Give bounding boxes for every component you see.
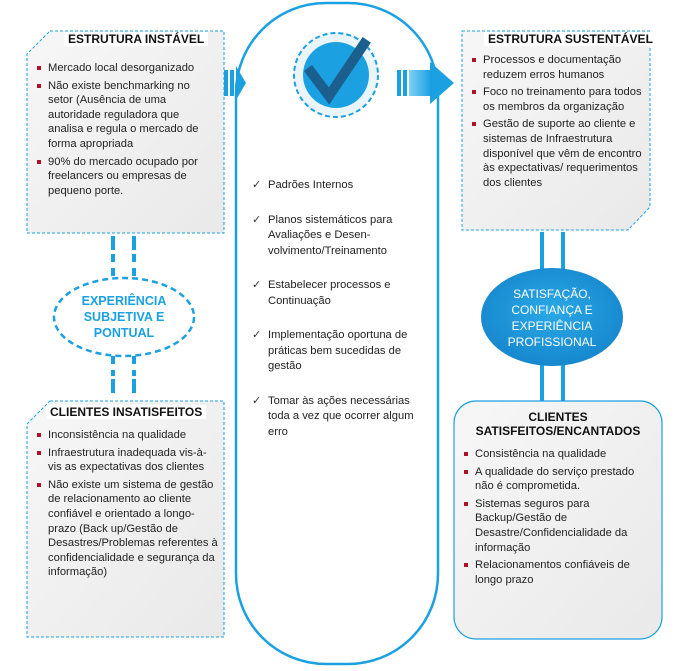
sustainable-title: ESTRUTURA SUSTENTÁVEL [484, 32, 657, 46]
list-item: Sistemas seguros para Backup/Gestão de D… [462, 497, 652, 555]
list-item: ✓ Planos sistemáticos para Avaliações e D… [252, 213, 430, 260]
oval-line: CONFIANÇA E [511, 303, 593, 317]
list-item: ✓ Implementação oportuna de práticas bem … [252, 328, 430, 375]
satisfied-box [453, 400, 663, 640]
list-item: Não existe benchmarking no setor (Ausênc… [35, 79, 217, 152]
unsatisfied-title: CLIENTES INSATISFEITOS [46, 405, 207, 419]
sustainable-box [461, 30, 651, 231]
list-item: 90% do mercado ocupado por freelancers o… [35, 155, 217, 199]
oval-line: EXPERIÊNCIA [81, 294, 167, 308]
list-item: Consistência na qualidade [462, 447, 652, 462]
arrow-right-icon [397, 62, 454, 104]
oval-line: PROFISSIONAL [507, 335, 597, 349]
list-item: ✓ Tomar às ações necessárias toda a vez q… [252, 394, 430, 441]
title-line: SATISFEITOS/ENCANTADOS [475, 424, 641, 438]
unsatisfied-list: Inconsistência na qualidade Infraestrutu… [35, 428, 219, 583]
title-line: CLIENTES [528, 410, 588, 424]
satisfied-list: Consistência na qualidade A qualidade do… [462, 447, 652, 590]
satisfaction-oval-text: SATISFAÇÃO, CONFIANÇA E EXPERIÊNCIA PROF… [487, 286, 617, 350]
list-item-label: Padrões Internos [268, 179, 354, 191]
oval-line: EXPERIÊNCIA [511, 319, 593, 333]
list-item: Não existe um sistema de gestão de relac… [35, 478, 219, 580]
list-item: A qualidade do serviço prestado não é co… [462, 465, 652, 494]
list-item-label: Estabelecer processos e Continuação [268, 279, 391, 307]
check-icon: ✓ [252, 394, 262, 407]
check-icon: ✓ [252, 279, 262, 291]
oval-line: SATISFAÇÃO, [513, 287, 591, 301]
list-item: ✓ Estabelecer processos e Continuação [252, 278, 430, 309]
list-item-label: Implementação oportuna de práticas bem s… [268, 329, 408, 372]
unsatisfied-box [26, 400, 225, 638]
center-checklist: ✓ Padrões Internos ✓ Planos sistemáticos p… [252, 178, 430, 440]
arrow-right-icon [224, 66, 246, 100]
list-item: Processos e documentação reduzem erros h… [470, 53, 642, 82]
list-item: ✓ Padrões Internos [252, 178, 430, 194]
oval-line: SUBJETIVA E [83, 310, 165, 324]
list-item-label: Tomar às ações necessárias toda a vez qu… [268, 394, 414, 438]
unstable-title: ESTRUTURA INSTÁVEL [64, 32, 209, 46]
experience-oval [52, 276, 196, 358]
list-item: Inconsistência na qualidade [35, 428, 219, 443]
list-item-label: Planos sistemáticos para Avaliações e De… [268, 213, 393, 257]
satisfaction-oval [481, 268, 623, 366]
check-icon: ✓ [252, 213, 262, 226]
sustainable-list: Processos e documentação reduzem erros h… [470, 53, 642, 193]
check-icon: ✓ [252, 179, 262, 191]
check-icon: ✓ [252, 329, 262, 341]
list-item: Infraestrutura inadequada vis-à-vis as e… [35, 446, 219, 475]
oval-line: PONTUAL [93, 326, 155, 340]
center-column [234, 1, 440, 666]
unstable-list: Mercado local desorganizado Não existe b… [35, 61, 217, 201]
checkmark-icon [304, 37, 371, 105]
list-item: Gestão de suporte ao cliente e sistemas … [470, 117, 642, 190]
unstable-box [26, 30, 225, 234]
list-item: Mercado local desorganizado [35, 61, 217, 76]
experience-oval-text: EXPERIÊNCIA SUBJETIVA E PONTUAL [64, 293, 184, 341]
satisfied-title: CLIENTES SATISFEITOS/ENCANTADOS [460, 410, 656, 438]
list-item: Foco no treinamento para todos os membro… [470, 85, 642, 114]
list-item: Relacionamentos confiáveis de longo praz… [462, 558, 652, 587]
